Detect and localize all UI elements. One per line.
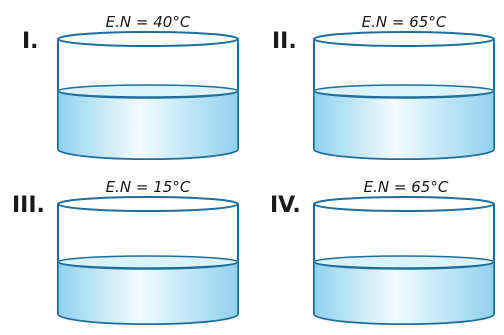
beaker-4-rim bbox=[313, 196, 495, 212]
beaker-4-label: E.N = 65°C bbox=[364, 178, 449, 196]
beaker-2-liquid bbox=[313, 90, 495, 160]
beaker-3 bbox=[57, 196, 239, 325]
beaker-1-rim bbox=[57, 31, 239, 47]
beaker-3-rim bbox=[57, 196, 239, 212]
beaker-2-liquid-surface bbox=[313, 84, 495, 98]
beaker-4-liquid-surface bbox=[313, 255, 495, 269]
beaker-2 bbox=[313, 31, 495, 160]
beaker-3-liquid-surface bbox=[57, 255, 239, 269]
beaker-3-label: E.N = 15°C bbox=[106, 178, 191, 196]
beaker-1-label: E.N = 40°C bbox=[106, 13, 191, 31]
beaker-4-liquid bbox=[313, 261, 495, 325]
beaker-2-numeral: II. bbox=[272, 29, 297, 54]
beaker-4-numeral: IV. bbox=[270, 193, 301, 218]
beaker-3-liquid bbox=[57, 261, 239, 325]
beaker-1-liquid-surface bbox=[57, 84, 239, 98]
beaker-1-liquid bbox=[57, 90, 239, 160]
beaker-3-numeral: III. bbox=[12, 193, 45, 218]
beaker-1-numeral: I. bbox=[22, 29, 39, 54]
beaker-1 bbox=[57, 31, 239, 160]
beaker-2-rim bbox=[313, 31, 495, 47]
beaker-4 bbox=[313, 196, 495, 325]
beaker-2-label: E.N = 65°C bbox=[362, 13, 447, 31]
